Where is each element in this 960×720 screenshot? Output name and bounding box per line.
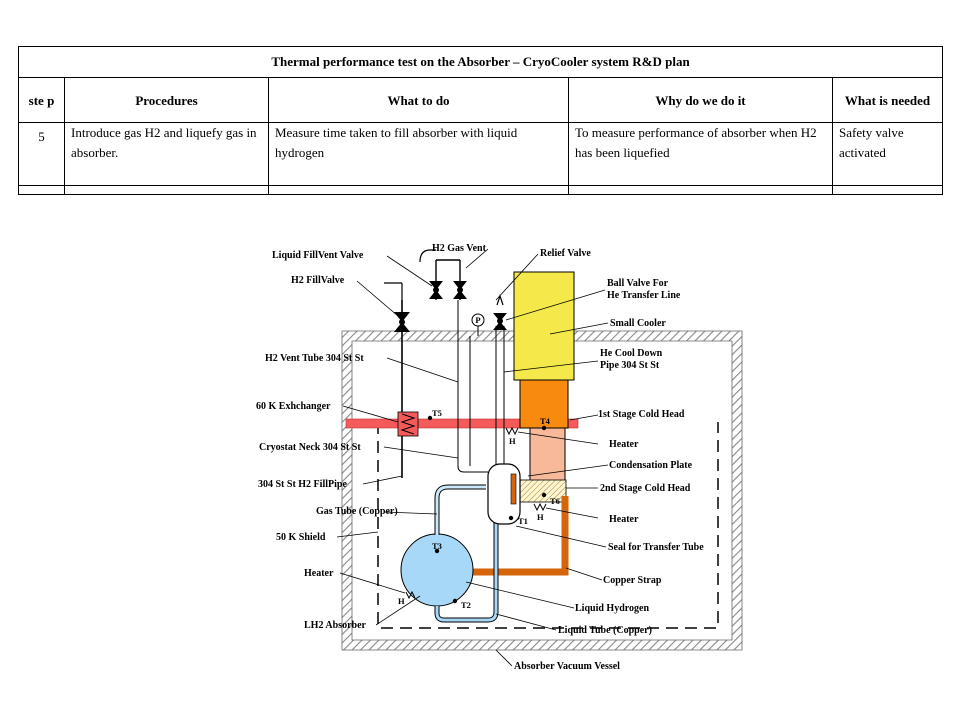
exchanger-bar-60k xyxy=(345,418,579,429)
header-needed: What is needed xyxy=(831,77,944,123)
pressure-gauge: P xyxy=(471,313,485,336)
label-second-stage: 2nd Stage Cold Head xyxy=(600,483,691,494)
svg-text:H: H xyxy=(398,596,405,606)
vacuum-vessel xyxy=(341,330,743,651)
label-small-cooler: Small Cooler xyxy=(610,318,666,329)
label-h2-fill-valve: H2 FillValve xyxy=(291,275,345,286)
label-h2-gas-vent: H2 Gas Vent xyxy=(432,243,487,254)
table-title: Thermal performance test on the Absorber… xyxy=(17,46,944,78)
label-liquid-fill-vent-valve: Liquid FillVent Valve xyxy=(272,250,364,261)
cell-why: To measure performance of absorber when … xyxy=(568,122,833,186)
h2-gas-vent-valve xyxy=(453,281,467,299)
svg-text:P: P xyxy=(475,315,480,325)
header-step: ste p xyxy=(18,77,65,123)
heater-cold-head-icon xyxy=(533,502,547,512)
label-heater-2: Heater xyxy=(609,514,639,525)
svg-text:T3: T3 xyxy=(432,541,442,551)
label-relief-valve: Relief Valve xyxy=(540,248,591,259)
label-cryostat-neck: Cryostat Neck 304 St St xyxy=(259,442,361,453)
cell-step: 5 xyxy=(18,122,65,186)
label-liquid-tube: Liquid Tube (Copper) xyxy=(558,625,652,636)
svg-text:T2: T2 xyxy=(461,600,471,610)
gas-tube xyxy=(434,484,486,535)
table-row: 5 Introduce gas H2 and liquefy gas in ab… xyxy=(18,122,944,186)
svg-text:T5: T5 xyxy=(432,408,442,418)
label-gas-tube: Gas Tube (Copper) xyxy=(316,506,398,517)
diagram-labels: Liquid FillVent Valve H2 Gas Vent Relief… xyxy=(256,243,704,672)
label-vacuum-vessel: Absorber Vacuum Vessel xyxy=(514,661,620,672)
label-60k-exchanger: 60 K Exhchanger xyxy=(256,401,331,412)
sensor-tags: T5 T4 H T6 H T1 T3 T2 H xyxy=(398,408,560,610)
cell-needed: Safety valve activated xyxy=(831,122,944,186)
cell-procedure: Introduce gas H2 and liquefy gas in abso… xyxy=(64,122,269,186)
label-copper-strap: Copper Strap xyxy=(603,575,662,586)
label-h2-vent-tube: H2 Vent Tube 304 St St xyxy=(265,353,364,364)
ball-valve xyxy=(493,313,507,330)
label-he-transfer-line: He Transfer Line xyxy=(607,290,681,301)
heater-absorber-icon xyxy=(405,590,416,600)
label-50k-shield: 50 K Shield xyxy=(276,532,326,543)
he-cool-down-pipe xyxy=(495,326,505,464)
label-lh2-absorber: LH2 Absorber xyxy=(304,620,367,631)
svg-text:H: H xyxy=(537,512,544,522)
leader-lines xyxy=(336,248,609,667)
label-condensation-plate: Condensation Plate xyxy=(609,460,693,471)
label-heater-3: Heater xyxy=(304,568,334,579)
label-fill-pipe: 304 St St H2 FillPipe xyxy=(258,479,347,490)
shield-50k xyxy=(377,422,719,629)
sensor-dots xyxy=(427,415,547,604)
svg-text:T6: T6 xyxy=(550,496,560,506)
header-what-to-do: What to do xyxy=(268,77,569,123)
copper-strap xyxy=(470,496,569,576)
heat-exchanger-coil xyxy=(397,411,419,437)
table-row-partial xyxy=(18,185,944,195)
label-liquid-hydrogen: Liquid Hydrogen xyxy=(575,603,649,614)
label-he-cool-down: He Cool Down xyxy=(600,348,663,359)
liquid-fill-vent-valve xyxy=(429,281,443,299)
label-ball-valve: Ball Valve For xyxy=(607,278,669,289)
condensation-plate xyxy=(510,473,517,505)
small-cooler xyxy=(513,271,575,381)
heater-neck-icon xyxy=(505,426,519,436)
cell-what: Measure time taken to fill absorber with… xyxy=(268,122,569,186)
svg-text:T4: T4 xyxy=(540,416,551,426)
h2-fill-valve xyxy=(394,312,410,332)
label-seal: Seal for Transfer Tube xyxy=(608,542,704,553)
svg-text:T1: T1 xyxy=(518,516,528,526)
rd-plan-table: Thermal performance test on the Absorber… xyxy=(17,46,944,195)
label-heater-1: Heater xyxy=(609,439,639,450)
first-stage-cold-head xyxy=(519,379,569,429)
label-first-stage: 1st Stage Cold Head xyxy=(598,409,685,420)
label-pipe-st-st: Pipe 304 St St xyxy=(600,360,660,371)
svg-text:H: H xyxy=(509,436,516,446)
